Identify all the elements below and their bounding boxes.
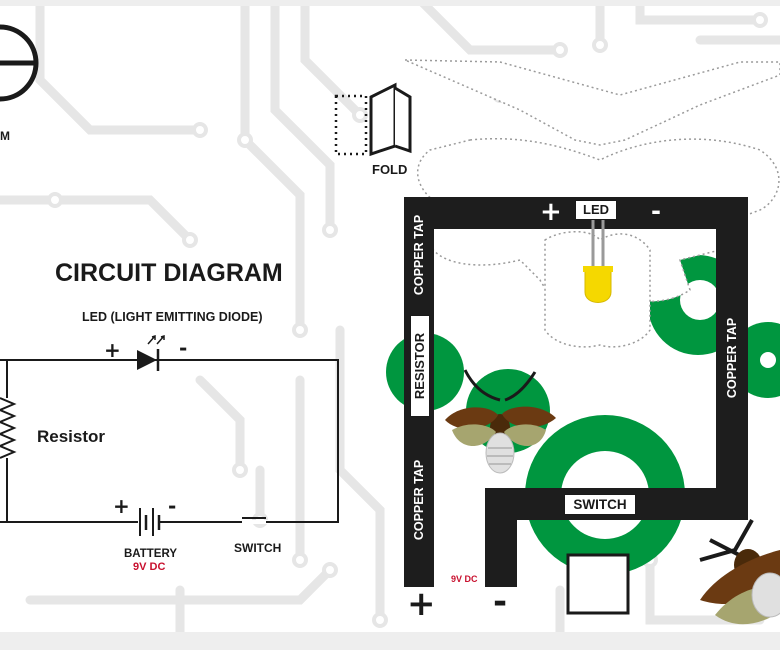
template-switch-label: SWITCH xyxy=(564,494,636,515)
schematic-led-symbol xyxy=(100,334,194,371)
schematic-battery-label: BATTERY xyxy=(124,548,178,560)
led-component xyxy=(583,220,613,303)
schematic-resistor-symbol xyxy=(0,360,17,522)
schematic-battery-minus: - xyxy=(168,494,177,518)
copper-tape-battery-neg xyxy=(485,488,517,587)
copper-tape-right xyxy=(716,197,748,492)
template-voltage-label: 9V DC xyxy=(451,574,478,584)
copper-tap-label-left-bottom: COPPER TAP xyxy=(412,459,426,541)
template-battery-plus: + xyxy=(407,584,436,624)
schematic-switch-label: SWITCH xyxy=(234,541,282,555)
schematic-battery-voltage: 9V DC xyxy=(133,561,166,573)
template-led-minus: - xyxy=(651,197,661,225)
firefly-illustration-right xyxy=(699,519,780,625)
measurement-target-icon xyxy=(0,24,39,102)
firefly-illustration-left xyxy=(445,369,556,474)
led-caption: LED (LIGHT EMITTING DIODE) xyxy=(82,310,263,324)
schematic-switch-symbol xyxy=(238,517,272,524)
schematic-battery-symbol xyxy=(139,508,161,536)
copper-tap-label-left-top: COPPER TAP xyxy=(412,214,426,296)
schematic-led-plus: + xyxy=(104,338,121,362)
schematic-resistor-label: Resistor xyxy=(37,427,106,446)
template-resistor-label: RESISTOR xyxy=(410,315,430,417)
schematic-battery-plus: + xyxy=(113,494,130,518)
diagram-title: CIRCUIT DIAGRAM xyxy=(55,259,283,287)
template-led-plus: + xyxy=(540,197,562,227)
fold-label: FOLD xyxy=(372,162,408,177)
battery-placeholder xyxy=(566,553,630,615)
measurement-label: M xyxy=(0,129,10,143)
copper-tap-label-right: COPPER TAP xyxy=(725,317,739,399)
fold-icon xyxy=(334,82,412,157)
schematic-led-minus: - xyxy=(179,336,188,360)
template-led-label: LED xyxy=(575,200,617,220)
template-battery-minus: - xyxy=(493,582,508,622)
